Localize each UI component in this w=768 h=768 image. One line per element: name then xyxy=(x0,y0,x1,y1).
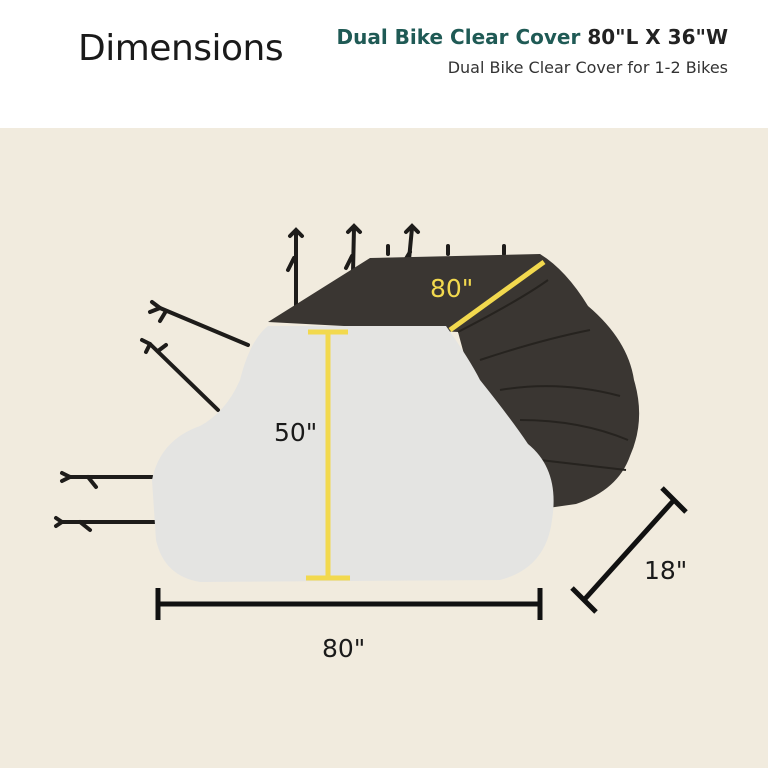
depth-label: 18" xyxy=(644,556,688,585)
bottom-length-marker xyxy=(155,588,543,620)
product-heading: Dual Bike Clear Cover 80"L X 36"W xyxy=(337,25,728,49)
top-length-label: 80" xyxy=(430,274,474,303)
depth-marker xyxy=(570,486,688,614)
product-subtitle: Dual Bike Clear Cover for 1-2 Bikes xyxy=(447,58,728,77)
top-length-marker xyxy=(448,259,546,333)
cover-seams xyxy=(457,279,629,471)
product-size: 80"L X 36"W xyxy=(587,25,728,49)
header: Dimensions Dual Bike Clear Cover 80"L X … xyxy=(0,0,768,128)
product-name: Dual Bike Clear Cover xyxy=(336,25,581,49)
cover-front-panel xyxy=(152,326,554,582)
height-marker xyxy=(306,329,350,581)
height-label: 50" xyxy=(274,418,318,447)
bottom-length-label: 80" xyxy=(322,634,366,663)
tie-down-straps xyxy=(54,300,250,532)
page-title: Dimensions xyxy=(78,28,284,69)
